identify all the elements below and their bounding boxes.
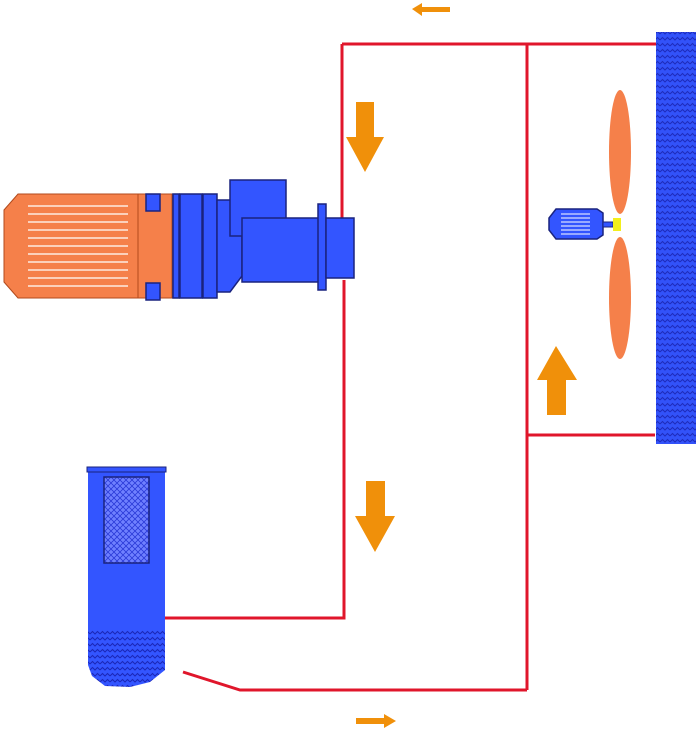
fan-shaft bbox=[613, 218, 621, 231]
fan-icon bbox=[609, 90, 631, 359]
cooler-icon bbox=[656, 32, 696, 444]
motor-icon bbox=[3, 193, 173, 301]
pump-icon bbox=[172, 179, 355, 299]
pipe-suction bbox=[182, 670, 527, 692]
flow-arrow-pressure-down-lower bbox=[355, 481, 395, 552]
filter-icon bbox=[103, 476, 150, 564]
pipe-pressure-down bbox=[134, 280, 346, 620]
fan-motor-icon bbox=[548, 208, 614, 240]
flow-arrow-return-top bbox=[412, 3, 450, 16]
pipe-network bbox=[134, 42, 658, 692]
flow-arrow-air-up bbox=[537, 346, 577, 415]
tank-icon bbox=[86, 466, 167, 687]
flow-arrow-suction-bottom bbox=[356, 714, 396, 728]
flow-arrow-pressure-down-upper bbox=[346, 102, 384, 172]
flow-arrows bbox=[346, 3, 577, 728]
